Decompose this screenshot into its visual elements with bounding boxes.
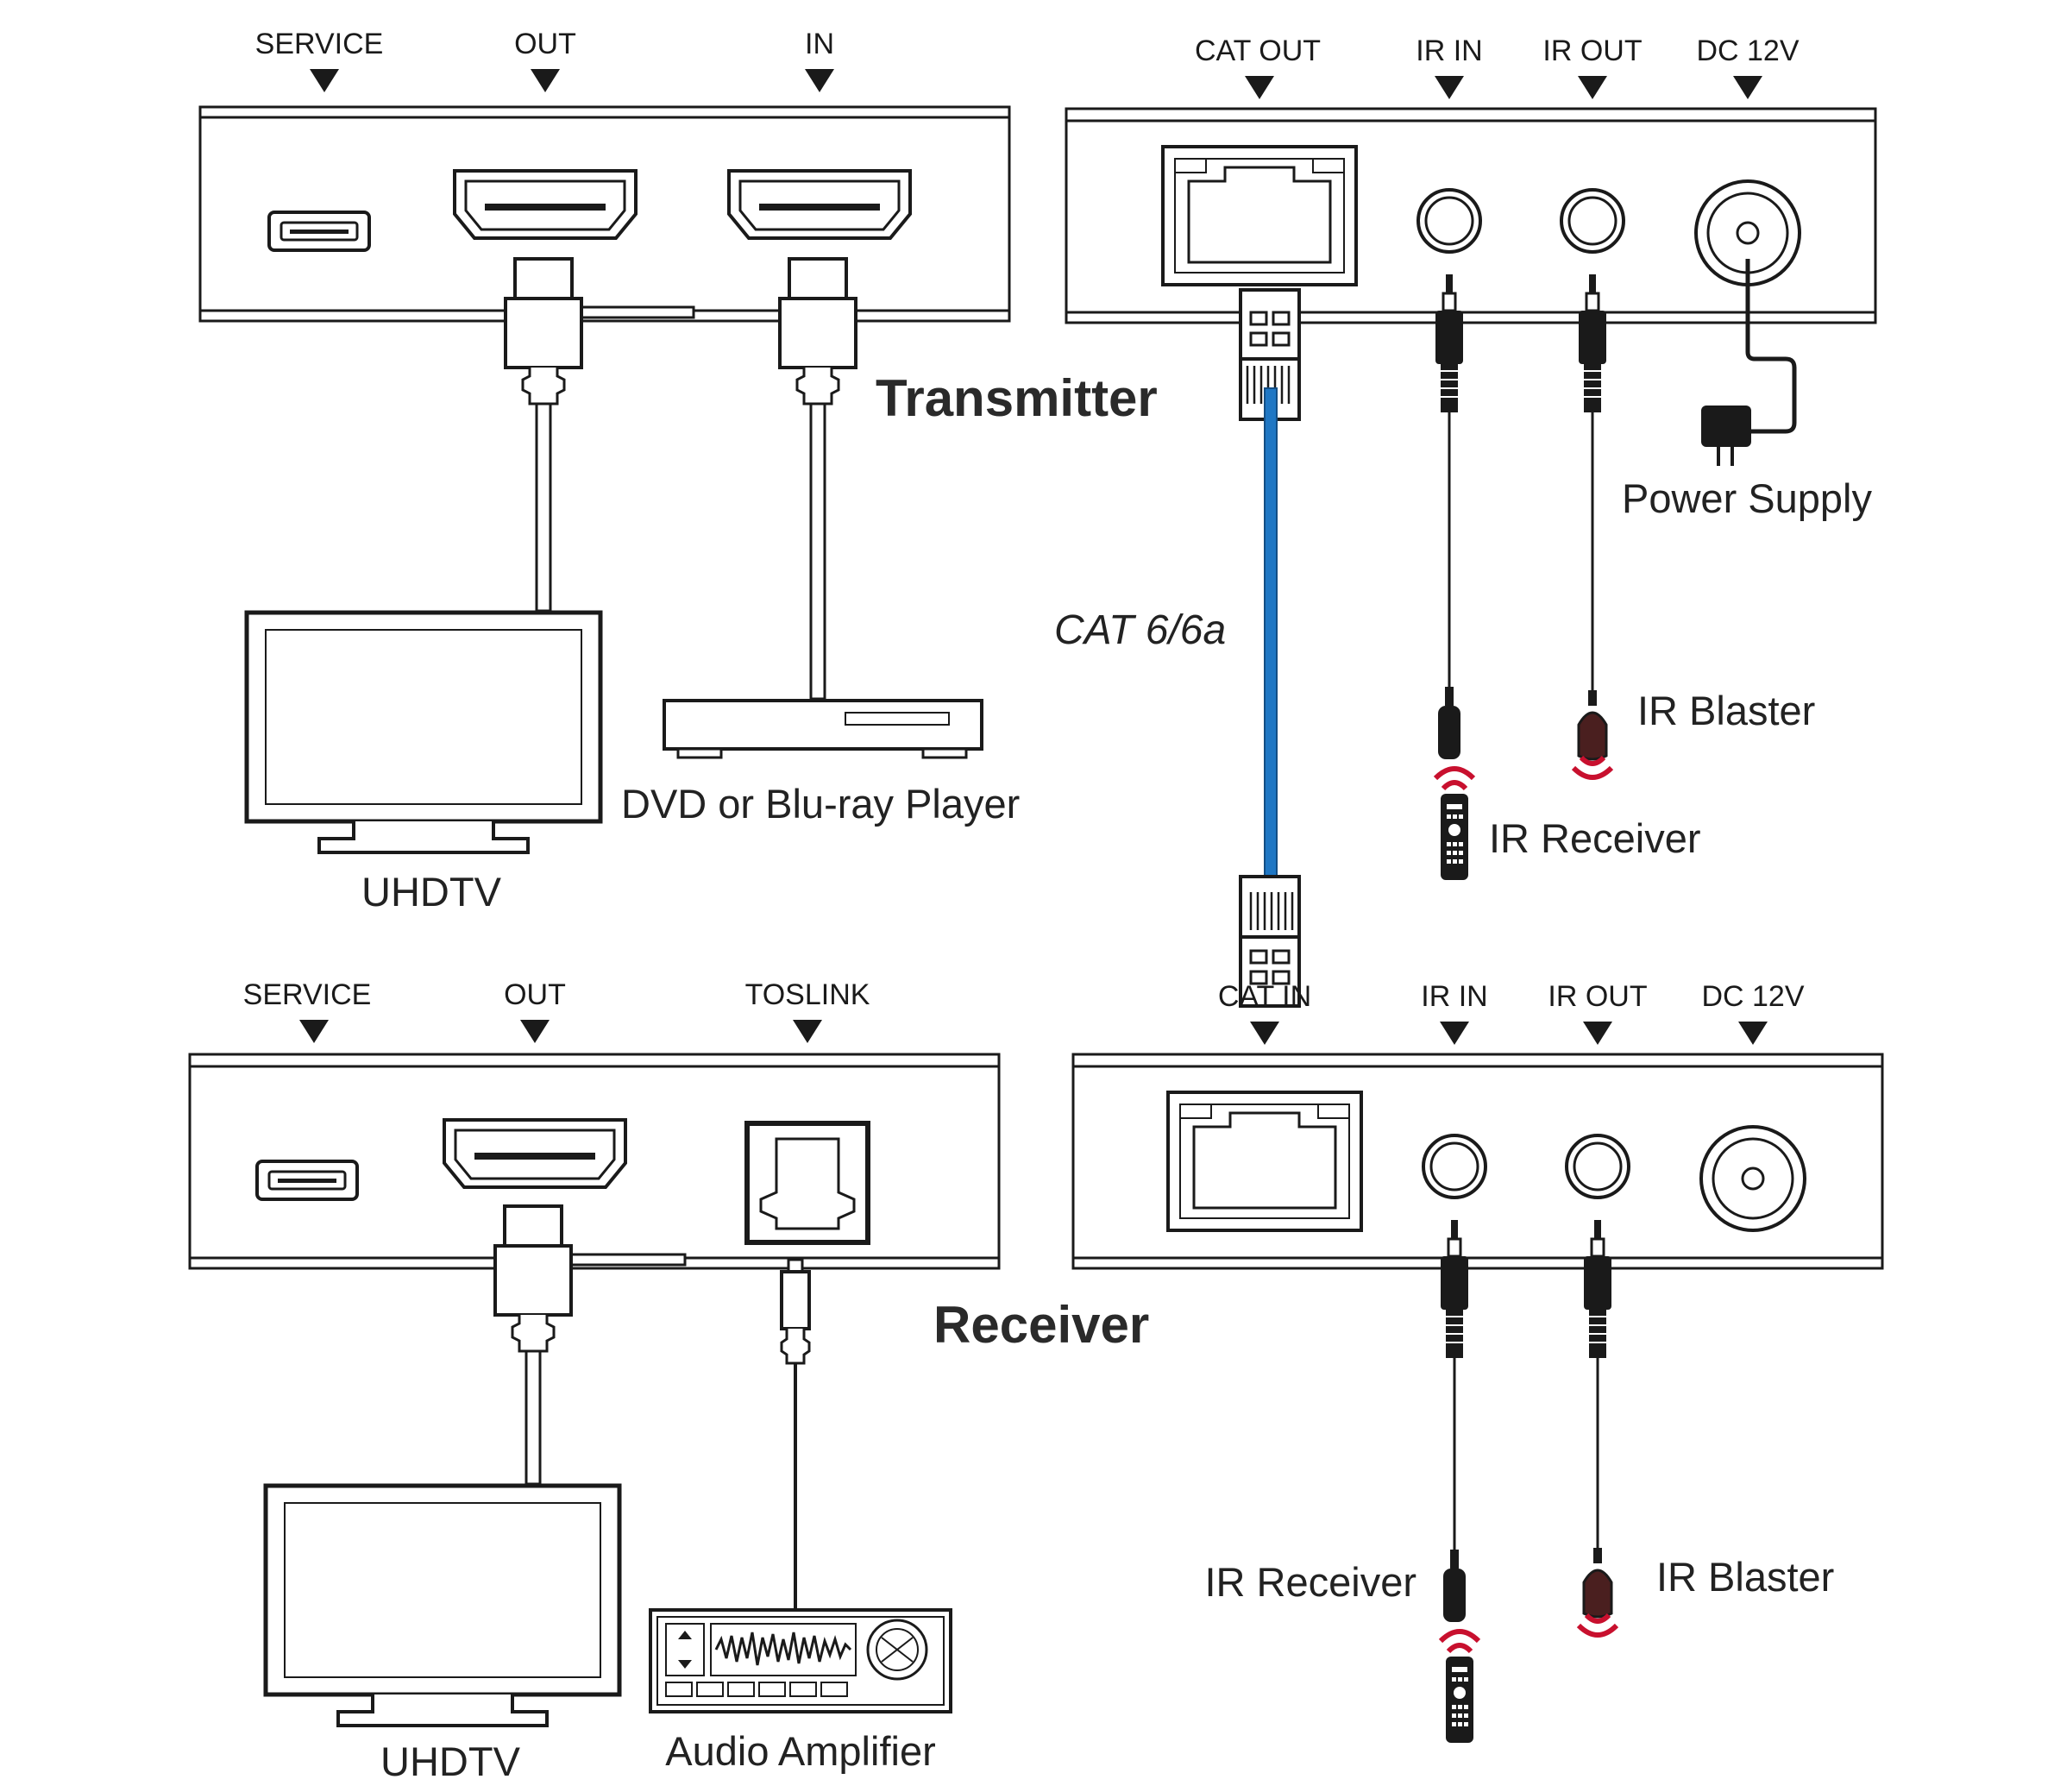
transmitter-title: Transmitter bbox=[876, 369, 1158, 427]
ir-signal-icon bbox=[1441, 1632, 1479, 1651]
tx-ir-blaster-cable bbox=[1577, 273, 1608, 761]
transmitter-rear-panel bbox=[1065, 107, 1877, 324]
rx-hdmi-out-cable bbox=[493, 1204, 573, 1486]
tx-uhdtv-icon bbox=[244, 610, 603, 854]
arrow-down-icon bbox=[793, 1020, 822, 1043]
tx-out-label: OUT bbox=[514, 28, 576, 60]
receiver-rear-panel bbox=[1071, 1053, 1884, 1270]
rx-ir-in-label: IR IN bbox=[1421, 980, 1487, 1013]
tx-ir-out-port bbox=[1560, 188, 1625, 254]
tx-in-label: IN bbox=[805, 28, 834, 60]
tx-ir-in-port bbox=[1416, 188, 1482, 254]
tx-hdmi-in-port bbox=[727, 169, 912, 240]
tx-ir-blaster-label: IR Blaster bbox=[1637, 688, 1815, 733]
rx-ir-receiver-cable bbox=[1439, 1218, 1470, 1622]
rx-ir-out-port bbox=[1565, 1134, 1630, 1199]
power-supply-label: Power Supply bbox=[1622, 475, 1872, 521]
arrow-down-icon bbox=[531, 69, 560, 92]
transmitter-front-panel bbox=[198, 105, 1011, 323]
arrow-down-icon bbox=[1435, 76, 1464, 99]
rx-cat-in-label: CAT IN bbox=[1218, 980, 1311, 1013]
cat-cable-label: CAT 6/6a bbox=[1054, 607, 1226, 653]
audio-amplifier-icon bbox=[649, 1608, 952, 1713]
rx-ir-in-port bbox=[1422, 1134, 1487, 1199]
receiver-front-panel bbox=[188, 1053, 1001, 1270]
tx-service-port bbox=[267, 211, 371, 252]
rx-ir-blaster-cable bbox=[1582, 1218, 1613, 1619]
tx-cat-out-label: CAT OUT bbox=[1195, 35, 1321, 67]
rx-toslink-port bbox=[744, 1121, 870, 1245]
arrow-down-icon bbox=[520, 1020, 550, 1043]
dvd-player-label: DVD or Blu-ray Player bbox=[621, 781, 1020, 827]
rx-hdmi-out-port bbox=[443, 1118, 627, 1189]
arrow-down-icon bbox=[1578, 76, 1607, 99]
arrow-down-icon bbox=[1250, 1022, 1279, 1045]
cat-cable bbox=[1239, 288, 1301, 1008]
arrow-down-icon bbox=[299, 1020, 329, 1043]
rx-service-label: SERVICE bbox=[243, 978, 372, 1011]
ir-receiver-icon bbox=[1438, 687, 1460, 759]
rx-front-port-labels: SERVICE OUT TOSLINK bbox=[243, 978, 870, 1043]
ir-receiver-icon bbox=[1443, 1550, 1466, 1622]
tx-hdmi-out-port bbox=[453, 169, 638, 240]
rx-toslink-cable bbox=[780, 1258, 811, 1610]
tx-ir-receiver-label: IR Receiver bbox=[1489, 815, 1701, 861]
arrow-down-icon bbox=[1738, 1022, 1768, 1045]
ir-blaster-icon bbox=[1582, 1546, 1613, 1619]
rx-out-label: OUT bbox=[504, 978, 566, 1011]
tx-rear-port-labels: CAT OUT IR IN IR OUT DC 12V bbox=[1195, 35, 1800, 99]
tx-hdmi-in-cable bbox=[778, 257, 857, 701]
remote-control-icon bbox=[1441, 794, 1468, 880]
arrow-down-icon bbox=[1245, 76, 1274, 99]
tx-ir-in-label: IR IN bbox=[1416, 35, 1482, 67]
rx-cat-in-port bbox=[1166, 1091, 1363, 1232]
tx-dc-label: DC 12V bbox=[1696, 35, 1799, 67]
receiver-title: Receiver bbox=[933, 1296, 1149, 1354]
arrow-down-icon bbox=[1583, 1022, 1612, 1045]
arrow-down-icon bbox=[805, 69, 834, 92]
rx-dc-port bbox=[1699, 1125, 1806, 1232]
dvd-player-icon bbox=[663, 699, 983, 759]
rx-ir-out-label: IR OUT bbox=[1548, 980, 1647, 1013]
rear-port-labels: CAT IN IR IN IR OUT DC 12V bbox=[1218, 980, 1805, 1045]
rx-uhdtv-icon bbox=[263, 1483, 622, 1727]
rx-dc-label: DC 12V bbox=[1701, 980, 1804, 1013]
tx-uhdtv-label: UHDTV bbox=[361, 869, 502, 915]
rx-toslink-label: TOSLINK bbox=[745, 978, 870, 1011]
tx-ir-receiver-cable bbox=[1434, 273, 1465, 759]
tx-cat-out-port bbox=[1161, 145, 1358, 286]
tx-service-label: SERVICE bbox=[255, 28, 384, 60]
arrow-down-icon bbox=[310, 69, 339, 92]
rx-ir-blaster-label: IR Blaster bbox=[1656, 1554, 1834, 1600]
tx-ir-out-label: IR OUT bbox=[1542, 35, 1642, 67]
rx-service-port bbox=[255, 1160, 359, 1201]
rx-uhdtv-label: UHDTV bbox=[380, 1739, 521, 1784]
ir-signal-icon bbox=[1435, 769, 1473, 789]
power-supply-icon bbox=[1701, 259, 1797, 466]
audio-amplifier-label: Audio Amplifier bbox=[665, 1728, 936, 1774]
tx-hdmi-out-cable bbox=[504, 257, 583, 613]
rx-ir-receiver-label: IR Receiver bbox=[1204, 1559, 1416, 1605]
remote-control-icon bbox=[1446, 1657, 1473, 1743]
tx-front-port-labels: SERVICE OUT IN bbox=[255, 28, 834, 92]
arrow-down-icon bbox=[1440, 1022, 1469, 1045]
arrow-down-icon bbox=[1733, 76, 1762, 99]
ir-blaster-icon bbox=[1577, 689, 1608, 761]
